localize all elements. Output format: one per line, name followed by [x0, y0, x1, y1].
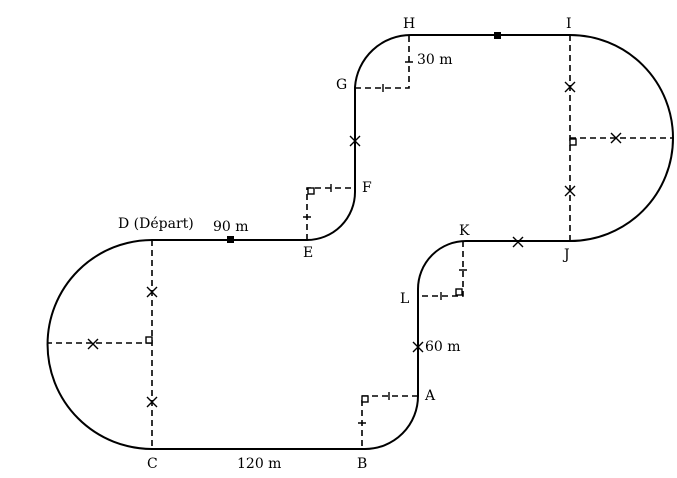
right-angle-left	[146, 337, 152, 343]
right-angle-kl	[456, 289, 462, 295]
radius-ef	[307, 188, 355, 240]
label-k: K	[459, 223, 470, 239]
midpoint-hi	[494, 32, 501, 39]
equal-mark-left-3	[88, 339, 98, 349]
right-angle-ef	[308, 188, 314, 194]
label-i: I	[566, 16, 572, 32]
label-g: G	[336, 77, 347, 93]
label-h: H	[403, 16, 415, 32]
measure-gh: 30 m	[417, 52, 453, 68]
label-d: D (Départ)	[118, 216, 194, 232]
label-e: E	[303, 245, 313, 261]
label-j: J	[562, 247, 570, 263]
label-c: C	[147, 456, 158, 472]
measure-de: 90 m	[213, 219, 249, 235]
measure-la: 60 m	[425, 339, 461, 355]
measure-cb: 120 m	[237, 456, 281, 472]
label-b: B	[357, 456, 367, 472]
label-f: F	[362, 180, 372, 196]
right-angle-ab	[362, 396, 368, 402]
radius-ab	[362, 396, 418, 449]
label-l: L	[400, 291, 409, 307]
midpoint-de	[227, 236, 234, 243]
label-a: A	[424, 388, 436, 404]
right-angle-right	[570, 139, 576, 145]
track-path	[48, 35, 673, 449]
